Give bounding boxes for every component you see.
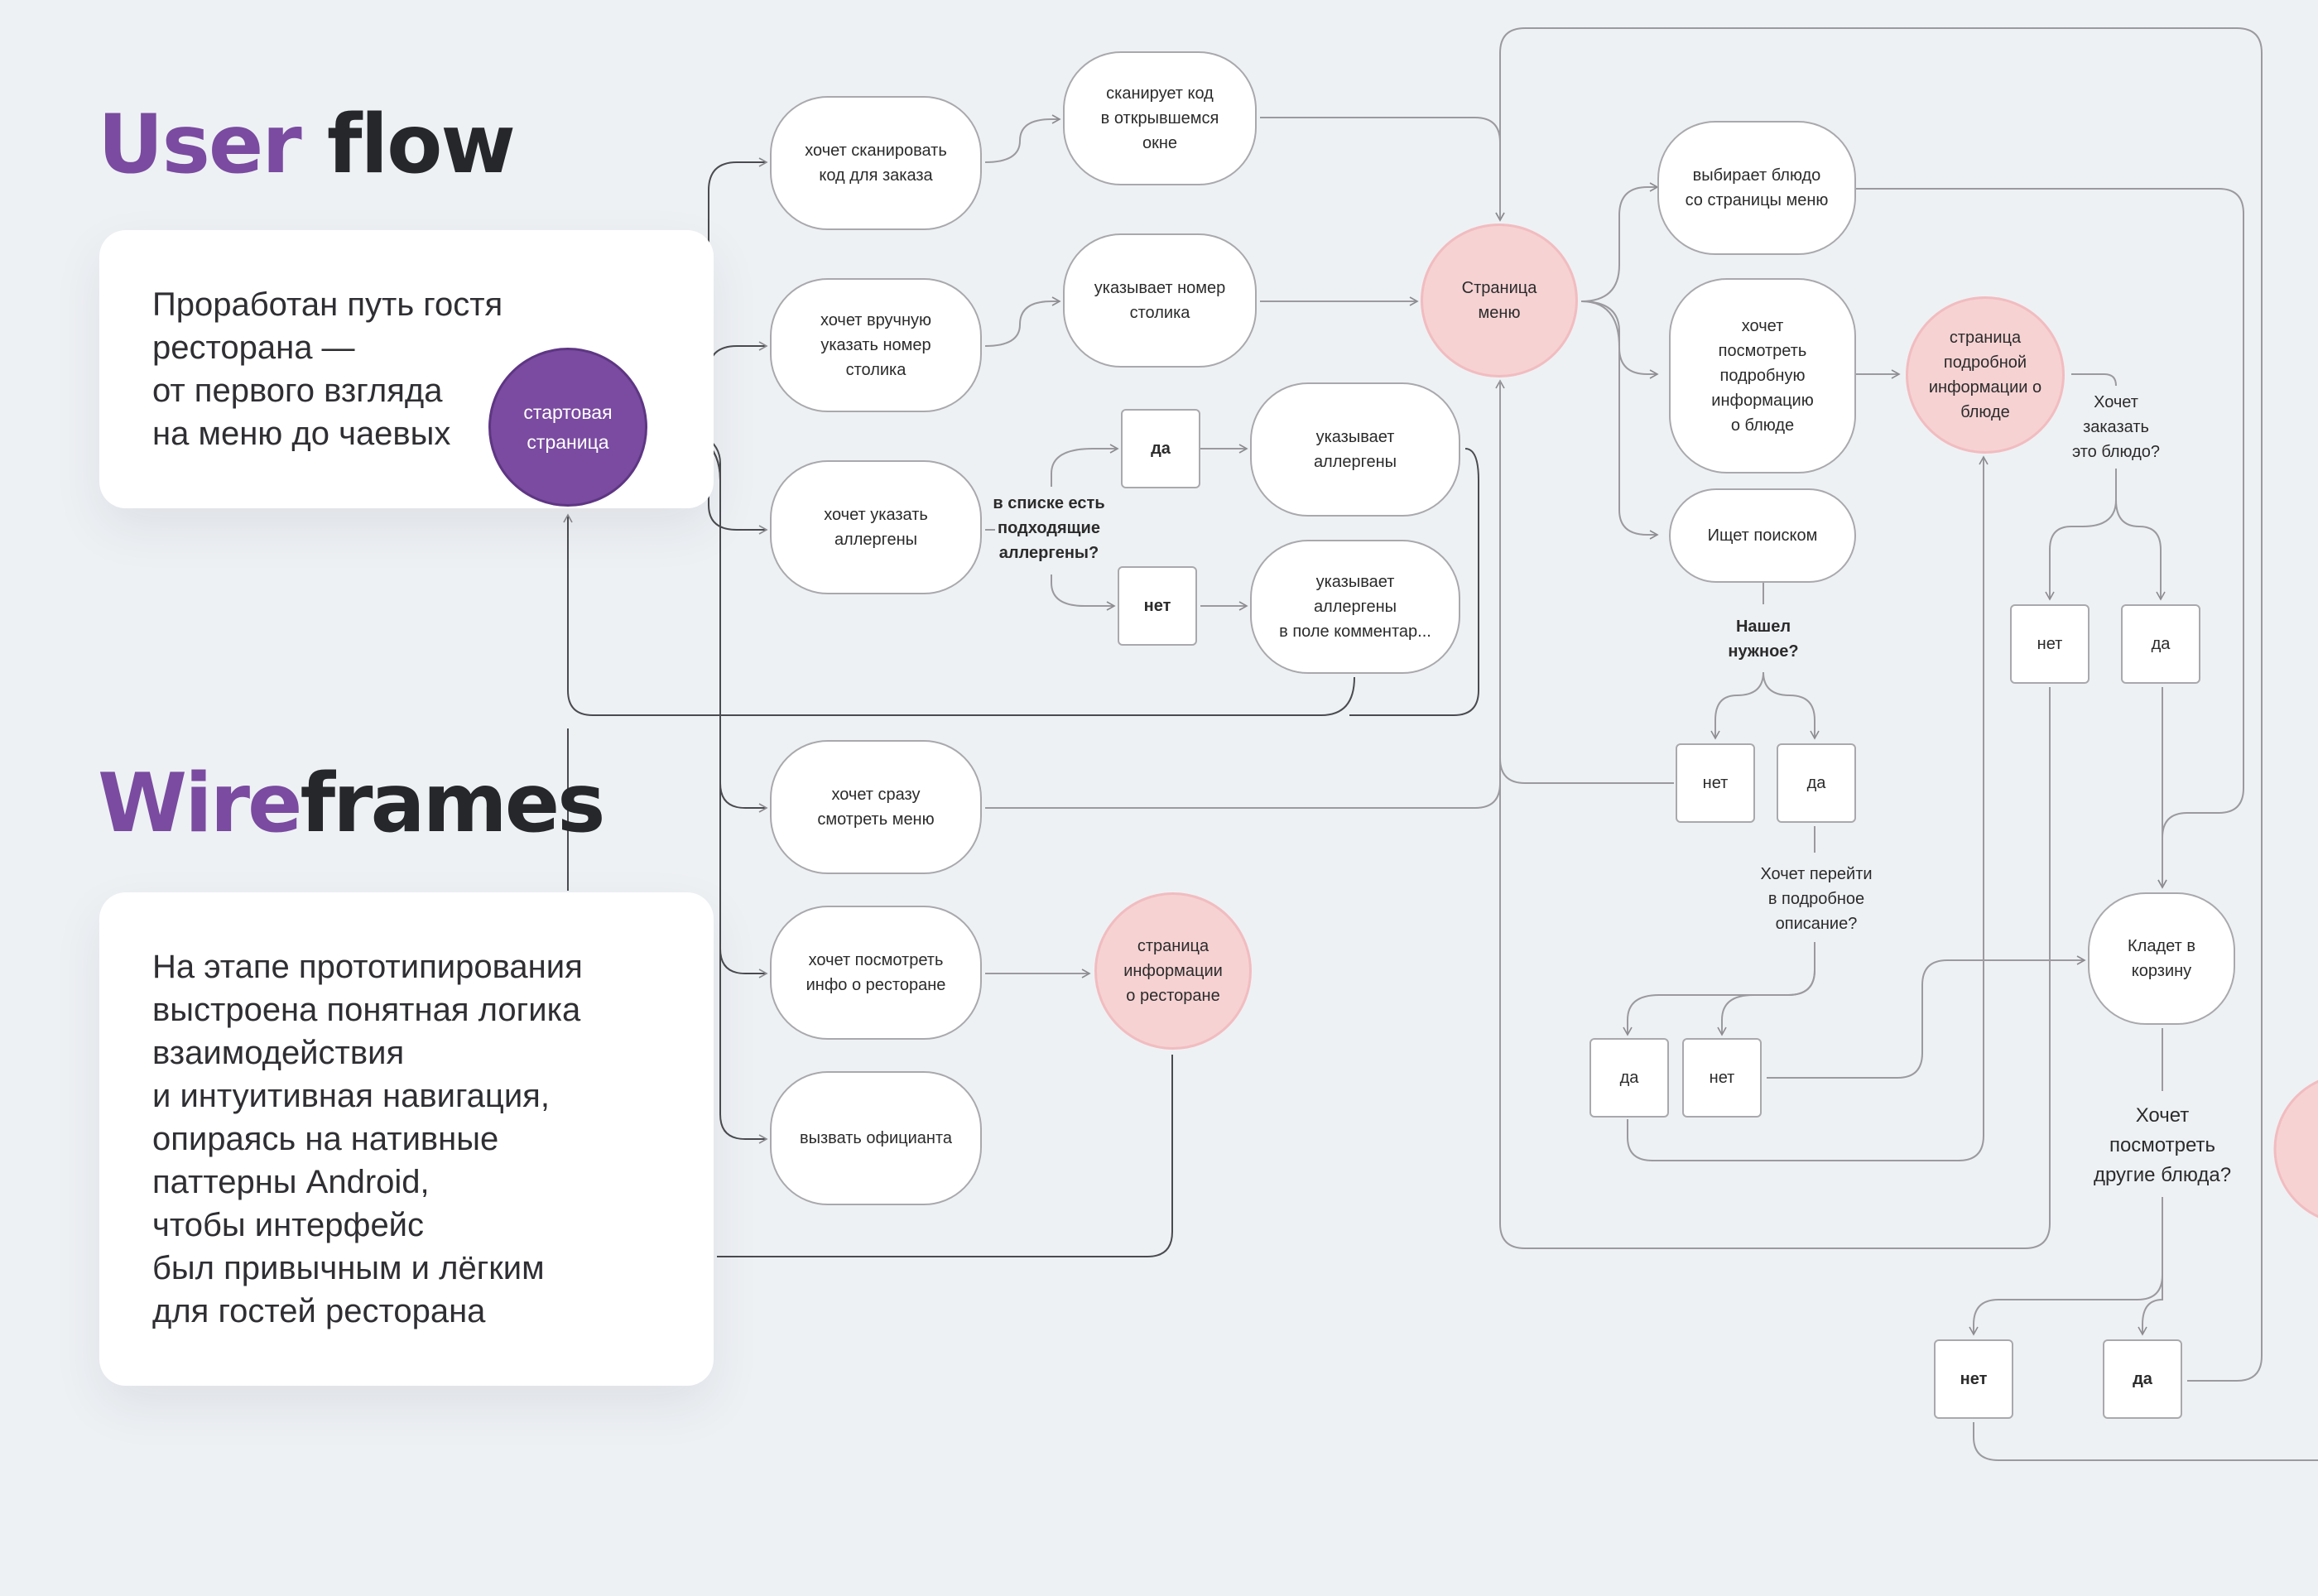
edge-order-to-yes <box>2115 499 2166 601</box>
found-yes-node[interactable]: да <box>1777 743 1856 823</box>
allergen-pick-node[interactable]: указывает аллергены <box>1250 382 1460 517</box>
edge-menu-to-choose <box>1580 182 1659 302</box>
choose-dish-node[interactable]: выбирает блюдо со страницы меню <box>1657 121 1856 255</box>
edge-other-yes-to-menu <box>1495 27 2263 1382</box>
wireframes-description-card: На этапе прототипирования выстроена поня… <box>99 892 714 1386</box>
edge-choose-to-cart <box>1856 188 2244 889</box>
wireframes-heading-accent: Wire <box>98 757 302 851</box>
restaurant-info-page-node[interactable]: страница информации о ресторане <box>1094 892 1252 1050</box>
manual-wish-node[interactable]: хочет вручную указать номер столика <box>770 278 982 412</box>
scan-action-node[interactable]: сканирует код в открывшемся окне <box>1063 51 1257 185</box>
go-detail-question-label: Хочет перейти в подробное описание? <box>1760 865 1873 933</box>
detail-wish-node[interactable]: хочет посмотреть подробную информацию о … <box>1669 278 1856 474</box>
edge-found-no-to-menu <box>1499 381 1674 784</box>
edge-menu-to-search <box>1580 300 1659 540</box>
menu-page-node[interactable]: Страница меню <box>1421 224 1578 377</box>
edge-other-to-yes <box>2138 1275 2163 1336</box>
allergen-no-node[interactable]: нет <box>1118 566 1197 646</box>
edge-found-to-yes <box>1763 671 1820 740</box>
edge-start-to-restaurant-info <box>653 426 768 978</box>
edge-question-to-yes <box>1051 444 1119 487</box>
call-waiter-node[interactable]: вызвать официанта <box>770 1071 982 1205</box>
edge-restaurant-info-return <box>717 1055 1173 1257</box>
edge-other-no-continue <box>1973 1422 2318 1461</box>
edge-question-to-no <box>1051 574 1116 611</box>
other-dishes-question-label: Хочет посмотреть другие блюда? <box>2093 1104 2232 1186</box>
userflow-description-text: Проработан путь гостя ресторана — от пер… <box>152 286 503 452</box>
edge-manual-to-table <box>984 296 1061 347</box>
edge-question-to-detail-no <box>1717 969 1815 1036</box>
restaurant-info-wish-node[interactable]: хочет посмотреть инфо о ресторане <box>770 906 982 1040</box>
allergen-yes-node[interactable]: да <box>1121 409 1200 488</box>
edge-comment-return-start <box>563 513 1355 716</box>
wireframes-heading: Wireframes <box>98 763 606 844</box>
offscreen-node <box>2273 1079 2318 1219</box>
edge-dish-page-to-order-question <box>2071 373 2117 387</box>
edge-found-to-no <box>1710 671 1764 740</box>
edge-detail-yes-to-dish-page <box>1627 455 1989 1161</box>
menu-direct-node[interactable]: хочет сразу смотреть меню <box>770 740 982 874</box>
userflow-heading: User flow <box>98 104 516 185</box>
allergen-question-label: в списке есть подходящие аллергены? <box>993 494 1105 562</box>
edge-allergen-return <box>1349 448 1479 716</box>
manual-action-node[interactable]: указывает номер столика <box>1063 233 1257 368</box>
allergen-comment-node[interactable]: указывает аллергены в поле комментар... <box>1250 540 1460 674</box>
found-question-label: Нашел нужное? <box>1728 618 1799 661</box>
order-question-label: Хочет заказать это блюдо? <box>2071 393 2161 461</box>
edge-scan-to-scancode <box>984 114 1061 163</box>
other-no-node[interactable]: нет <box>1934 1339 2013 1419</box>
other-yes-node[interactable]: да <box>2103 1339 2182 1419</box>
edge-order-to-no <box>2045 469 2117 601</box>
search-node[interactable]: Ищет поиском <box>1669 488 1856 583</box>
edge-order-no-to-menu <box>1499 687 2051 1249</box>
wireframes-heading-rest: frames <box>300 757 605 851</box>
dish-detail-page-node[interactable]: страница подробной информации о блюде <box>1906 296 2065 454</box>
scan-wish-node[interactable]: хочет сканировать код для заказа <box>770 96 982 230</box>
edge-other-to-no <box>1969 1197 2163 1336</box>
wireframes-description-text: На этапе прототипирования выстроена поня… <box>152 949 583 1329</box>
edge-detail-no-to-cart <box>1767 955 2086 1079</box>
edge-scancode-to-menu <box>1260 117 1505 222</box>
order-no-node[interactable]: нет <box>2010 604 2090 684</box>
allergen-wish-node[interactable]: хочет указать аллергены <box>770 460 982 594</box>
found-no-node[interactable]: нет <box>1676 743 1755 823</box>
start-page-node[interactable]: стартовая страница <box>488 348 647 507</box>
userflow-heading-accent: User <box>98 98 302 192</box>
userflow-heading-rest: flow <box>326 98 516 192</box>
detail-go-yes-node[interactable]: да <box>1589 1038 1669 1118</box>
order-yes-node[interactable]: да <box>2121 604 2200 684</box>
cart-node[interactable]: Кладет в корзину <box>2088 892 2235 1025</box>
detail-go-no-node[interactable]: нет <box>1682 1038 1762 1118</box>
